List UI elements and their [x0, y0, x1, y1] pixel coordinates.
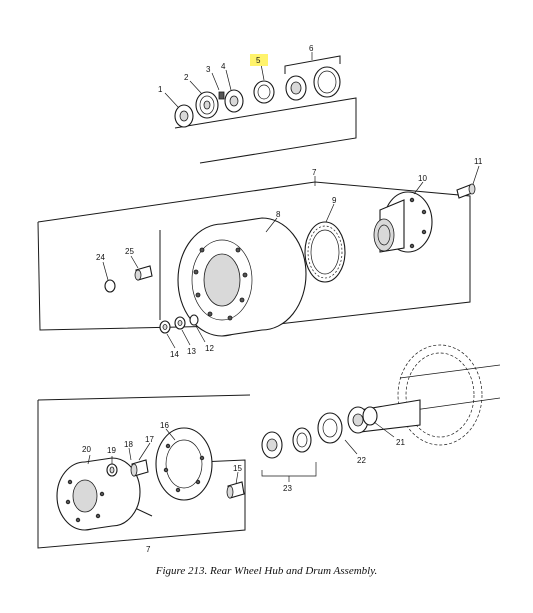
callout-18: 18: [124, 440, 133, 449]
callout-1: 1: [158, 85, 163, 94]
part-21-spacer: [362, 406, 378, 426]
part-8-brake-drum: [177, 217, 307, 337]
callout-labels: 1 2 3 4 5 6 7 8 9 10 11 12 13 14 15 16 1…: [82, 44, 483, 554]
callout-15: 15: [233, 464, 242, 473]
callout-8: 8: [276, 210, 281, 219]
part-3-key: [218, 91, 225, 100]
callout-20: 20: [82, 445, 91, 454]
callout-highlight: [250, 54, 268, 66]
callout-25: 25: [125, 247, 134, 256]
callout-10: 10: [418, 174, 427, 183]
callout-5: 5: [256, 56, 261, 65]
callout-14: 14: [170, 350, 179, 359]
part-16-hub-flange: [155, 427, 213, 501]
callout-7-top: 7: [312, 168, 317, 177]
part-22-seal: [317, 406, 369, 444]
callout-21: 21: [396, 438, 405, 447]
part-20-hub: [56, 457, 141, 531]
callout-22: 22: [357, 456, 366, 465]
part-11-stud: [456, 183, 476, 199]
part-6-bearing-cup: [285, 66, 341, 101]
callout-23: 23: [283, 484, 292, 493]
figure-caption: Figure 213. Rear Wheel Hub and Drum Asse…: [155, 565, 378, 577]
callout-24: 24: [96, 253, 105, 262]
callout-16: 16: [160, 421, 169, 430]
callout-7-bottom: 7: [146, 545, 151, 554]
part-24-25-nut-stud: [104, 265, 153, 293]
part-9-tone-ring: [304, 221, 346, 283]
bearing-group-top: [164, 52, 357, 164]
part-1-washer: [174, 104, 194, 128]
axle-backing-plate: [359, 344, 501, 446]
callout-17: 17: [145, 435, 154, 444]
part-15-stud: [226, 481, 245, 499]
callout-13: 13: [187, 347, 196, 356]
axle-hub-group: [37, 344, 501, 549]
callout-3: 3: [206, 65, 211, 74]
part-4-nut: [224, 89, 244, 113]
callout-9: 9: [332, 196, 337, 205]
callout-4: 4: [221, 62, 226, 71]
callout-11: 11: [474, 157, 483, 166]
callout-2: 2: [184, 73, 189, 82]
part-2-bearing: [195, 91, 219, 119]
part-12-14-fasteners: [159, 314, 199, 334]
callout-19: 19: [107, 446, 116, 455]
callout-12: 12: [205, 344, 214, 353]
part-10-hub: [373, 191, 433, 253]
part-23-bearing: [261, 427, 312, 459]
hub-drum-group: [37, 165, 480, 349]
callout-6: 6: [309, 44, 314, 53]
part-5-seal: [253, 80, 275, 104]
